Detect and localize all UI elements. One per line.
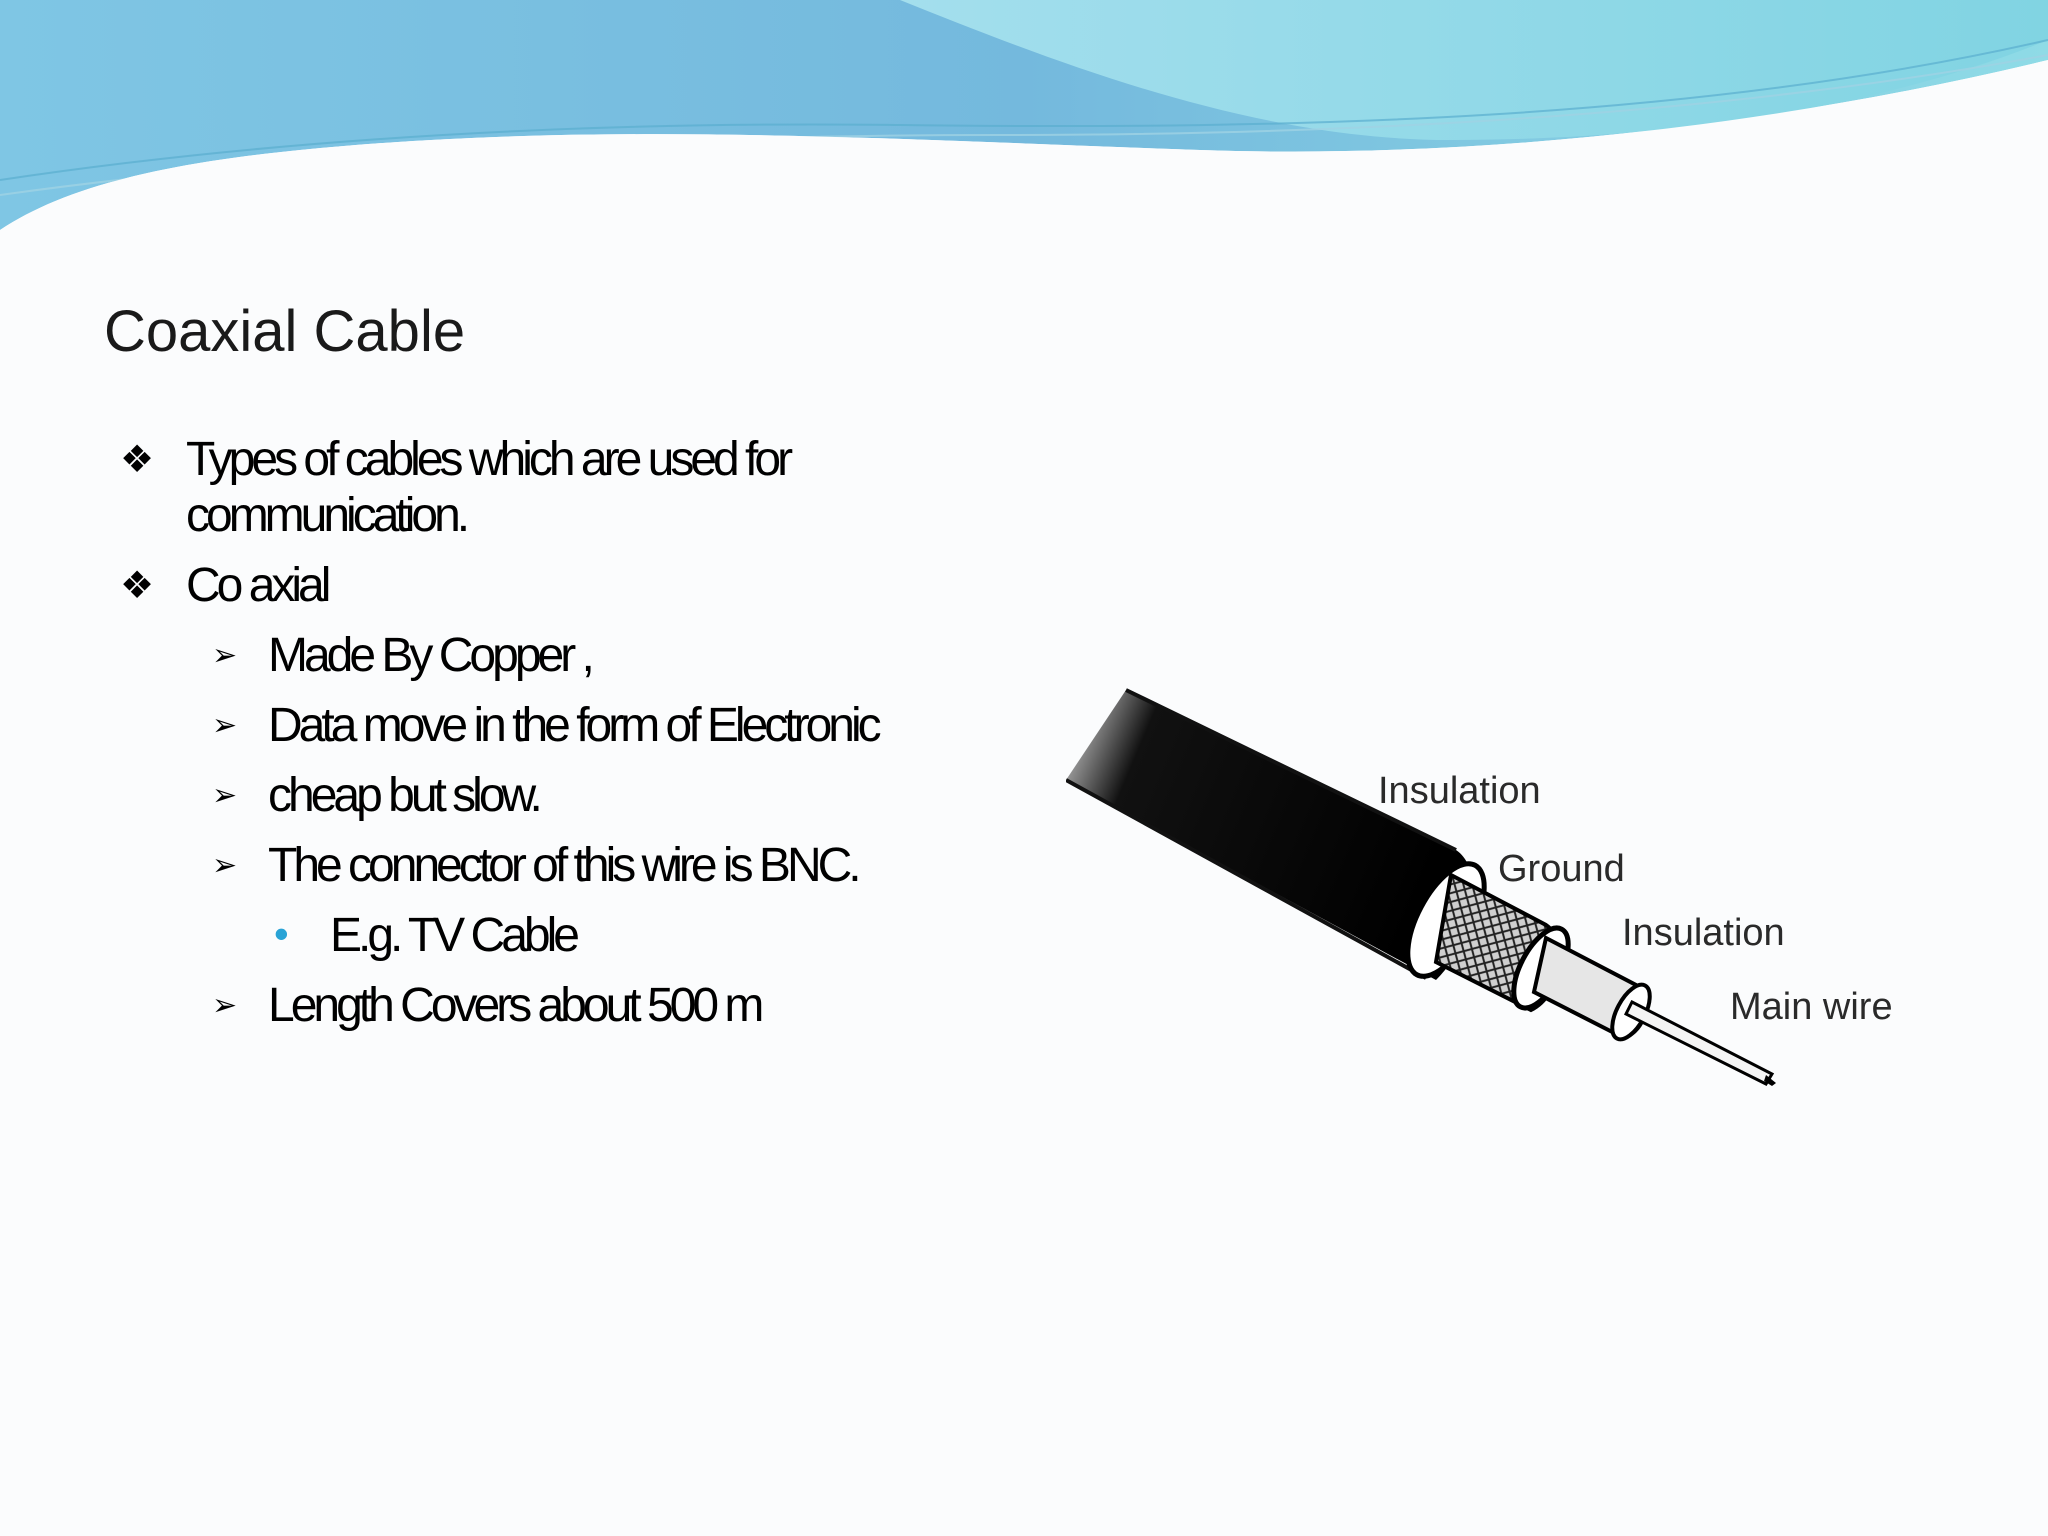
label-main-wire: Main wire bbox=[1730, 986, 1893, 1028]
arrow-bullet-icon: ➢ bbox=[212, 639, 238, 672]
arrow-bullet-icon: ➢ bbox=[212, 779, 238, 812]
list-item: ❖ Co axial bbox=[120, 558, 960, 614]
label-ground: Ground bbox=[1498, 848, 1625, 890]
list-item-text: E.g. TV Cable bbox=[330, 909, 580, 962]
arrow-bullet-icon: ➢ bbox=[212, 849, 238, 882]
coaxial-cable-illustration bbox=[1066, 688, 1776, 1086]
list-item: ➢ The connector of this wire is BNC. bbox=[120, 838, 960, 894]
diamond-bullet-icon: ❖ bbox=[120, 565, 155, 607]
slide-title: Coaxial Cable bbox=[104, 299, 466, 364]
list-item-text: Types of cables which are used for commu… bbox=[186, 433, 793, 542]
list-item: ❖ Types of cables which are used for com… bbox=[120, 432, 960, 544]
dot-bullet-icon: • bbox=[274, 910, 289, 957]
list-item-text: Made By Copper , bbox=[268, 629, 595, 682]
list-item: • E.g. TV Cable bbox=[120, 908, 960, 964]
diamond-bullet-icon: ❖ bbox=[120, 439, 155, 481]
bullet-list: ❖ Types of cables which are used for com… bbox=[120, 432, 960, 1048]
list-item: ➢ cheap but slow. bbox=[120, 768, 960, 824]
header-wave-decoration bbox=[0, 0, 2048, 240]
list-item-text: Data move in the form of Electronic bbox=[268, 699, 882, 752]
arrow-bullet-icon: ➢ bbox=[212, 709, 238, 742]
list-item-text: Co axial bbox=[186, 559, 331, 612]
list-item: ➢ Data move in the form of Electronic bbox=[120, 698, 960, 754]
arrow-bullet-icon: ➢ bbox=[212, 989, 238, 1022]
list-item: ➢ Length Covers about 500 m bbox=[120, 978, 960, 1034]
list-item-text: cheap but slow. bbox=[268, 769, 543, 822]
coaxial-cable-diagram: Insulation Ground Insulation Main wire bbox=[1066, 680, 1922, 1094]
list-item: ➢ Made By Copper , bbox=[120, 628, 960, 684]
list-item-text: The connector of this wire is BNC. bbox=[268, 839, 862, 892]
list-item-text: Length Covers about 500 m bbox=[268, 979, 764, 1032]
label-outer-insulation: Insulation bbox=[1378, 770, 1541, 812]
label-inner-insulation: Insulation bbox=[1622, 912, 1785, 954]
